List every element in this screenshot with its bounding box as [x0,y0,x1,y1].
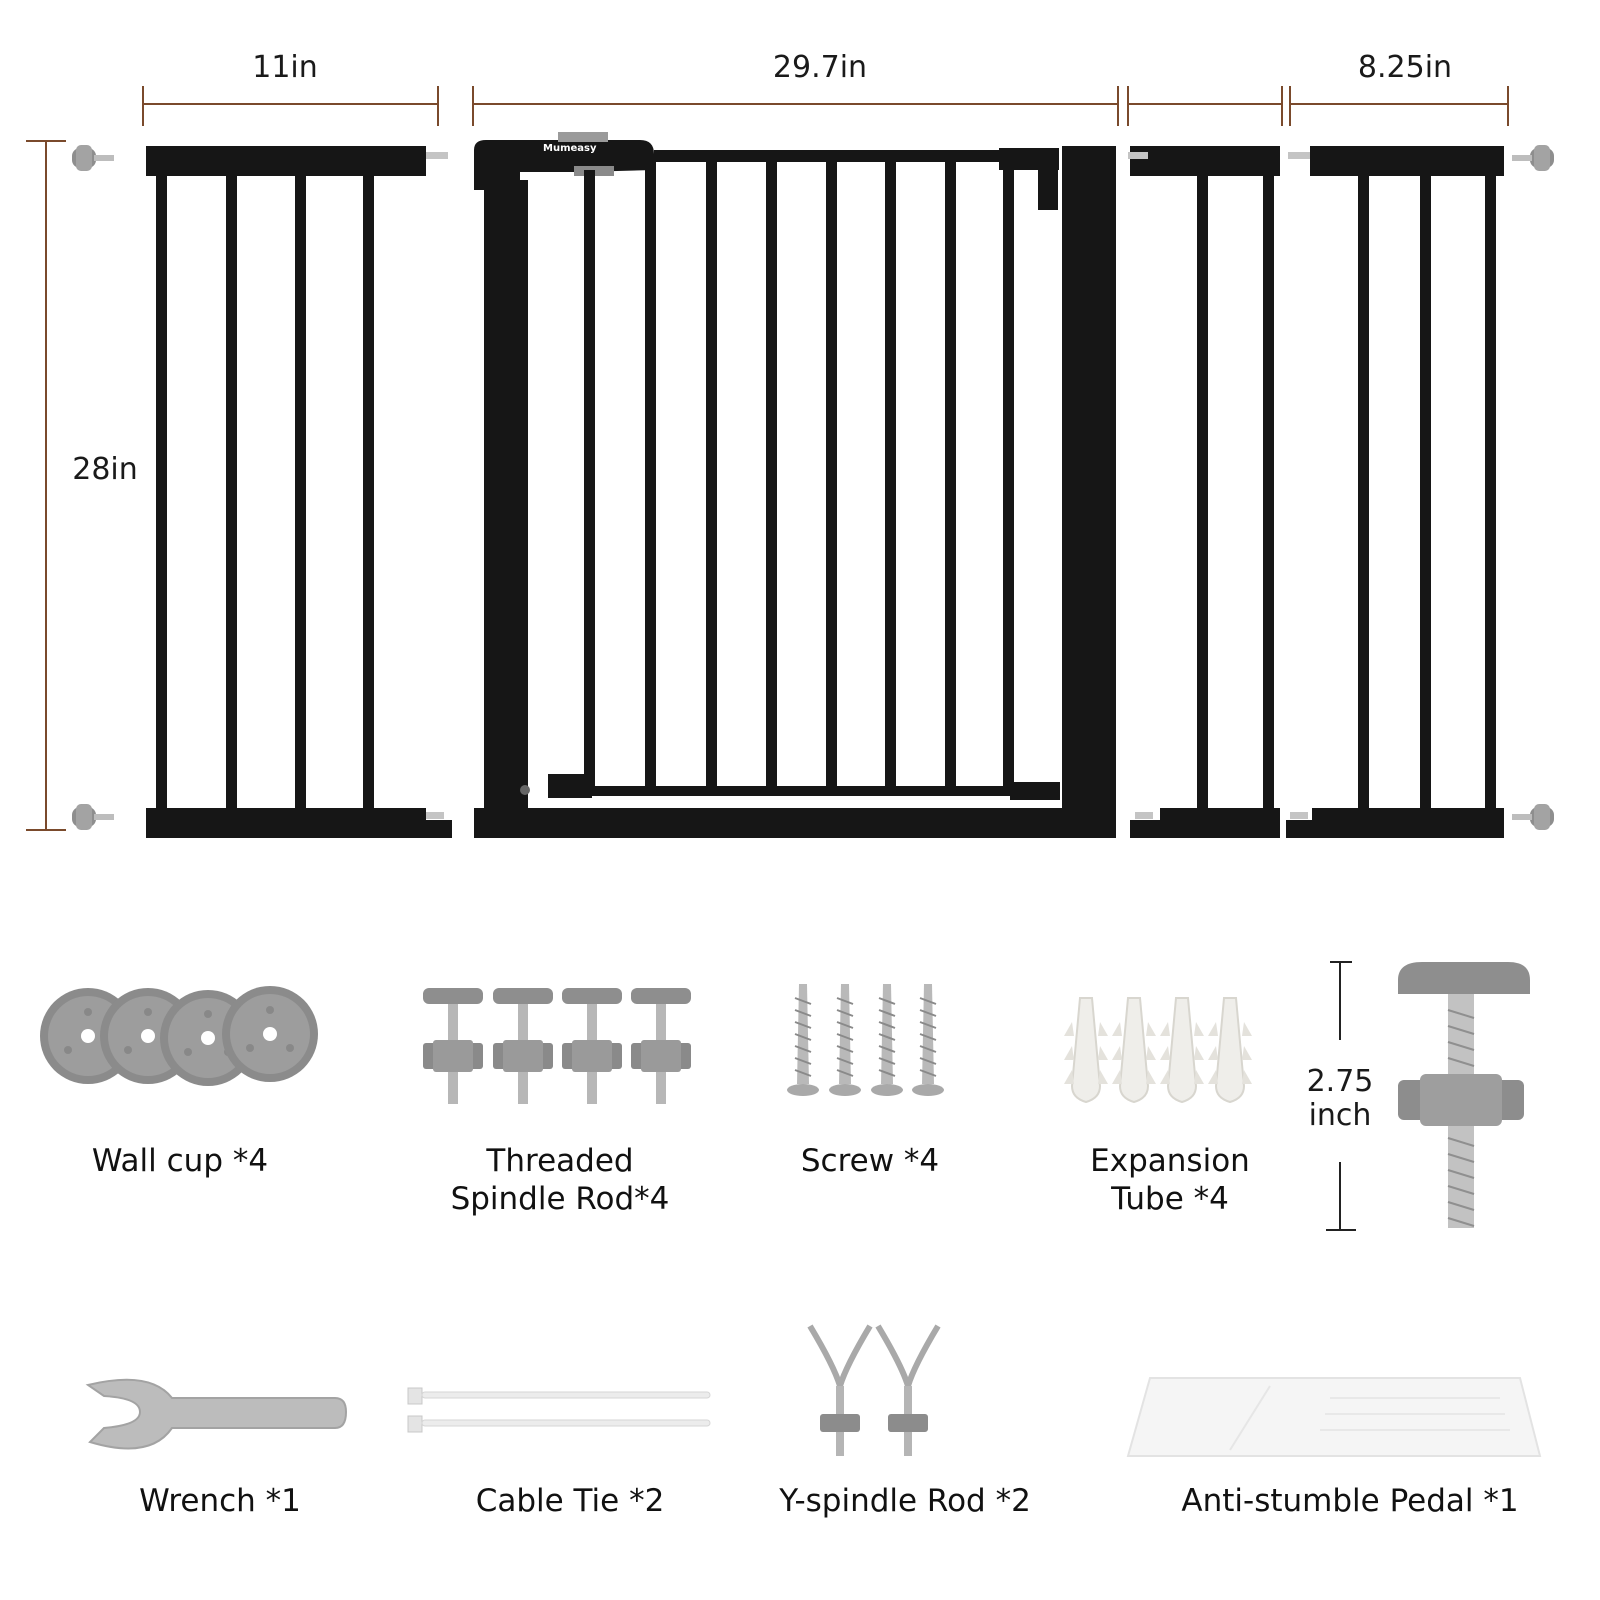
dim-label-8-25in: 8.25in [1357,50,1453,85]
extension-panel-small [1128,146,1280,838]
label-expansion-line2: Tube *4 [1111,1181,1229,1217]
dim-label-11in: 11in [252,50,318,85]
threaded-spindle-rod-illustration [423,988,691,1104]
dim-label-spindle-unit: inch [1308,1098,1372,1133]
label-wrench: Wrench *1 [139,1483,301,1519]
dim-line-11in [142,86,439,126]
anti-stumble-pedal-illustration [1126,1377,1542,1457]
expansion-tube-illustration [1063,997,1253,1103]
label-pedal: Anti-stumble Pedal *1 [1181,1483,1519,1519]
dim-line-extension-small [1127,86,1283,126]
dim-label-spindle-value: 2.75 [1306,1064,1374,1099]
extension-panel-8-25in [1286,146,1504,838]
label-wall-cup: Wall cup *4 [91,1143,269,1179]
label-threaded-rod-line1: Threaded [486,1143,634,1179]
label-y-spindle: Y-spindle Rod *2 [779,1483,1031,1519]
label-cable-tie: Cable Tie *2 [475,1483,665,1519]
extension-panel-11in [146,146,452,838]
dim-label-28in: 28in [72,452,138,487]
screw-illustration [786,983,945,1097]
large-spindle-rod-illustration [1398,962,1530,1228]
dim-line-28in [26,140,66,831]
dim-line-29-7in [472,86,1119,126]
brand-logo: Mumeasy [543,143,597,154]
wall-cup-illustration [40,986,318,1086]
main-gate: Mumeasy [474,132,1116,838]
wrench-illustration [85,1378,348,1450]
y-spindle-rod-illustration [810,1326,938,1456]
spindle-length-indicator [1326,961,1356,1231]
dim-label-29-7in: 29.7in [772,50,868,85]
dim-line-8-25in [1289,86,1509,126]
label-threaded-rod-line2: Spindle Rod*4 [450,1181,670,1217]
cable-tie-illustration [407,1387,711,1433]
label-screw: Screw *4 [800,1143,940,1179]
label-expansion-line1: Expansion [1090,1143,1250,1179]
